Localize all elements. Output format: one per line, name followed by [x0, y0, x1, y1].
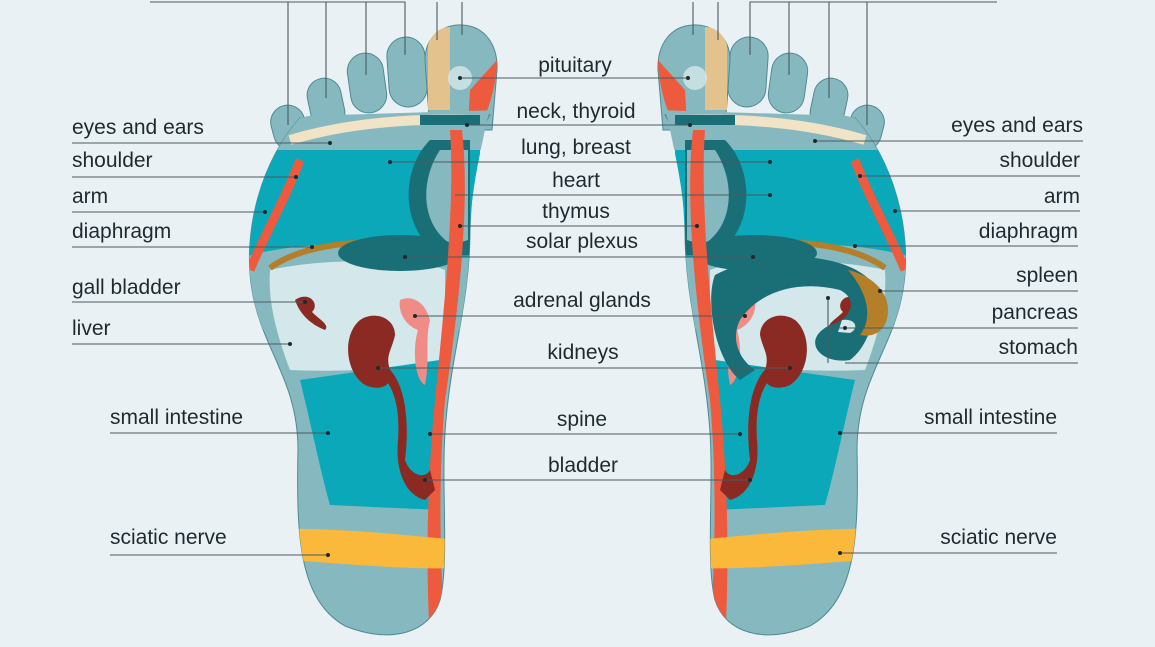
right-foot-organs [711, 256, 888, 380]
label-right-shoulder: shoulder [999, 149, 1080, 172]
label-left-shoulder: shoulder [72, 149, 153, 172]
label-neck-thyroid: neck, thyroid [516, 100, 636, 123]
label-right-arm: arm [1043, 185, 1080, 208]
label-gall-bladder: gall bladder [72, 276, 181, 299]
label-heart: heart [552, 169, 600, 192]
label-left-small-intestine: small intestine [110, 406, 244, 429]
label-solar-plexus: solar plexus [525, 230, 639, 253]
label-right-diaphragm: diaphragm [978, 220, 1078, 243]
label-right-small-intestine: small intestine [923, 406, 1057, 429]
label-left-eyes-ears: eyes and ears [72, 116, 204, 139]
label-left-arm: arm [72, 185, 109, 208]
label-right-sciatic-nerve: sciatic nerve [940, 526, 1057, 549]
label-pancreas: pancreas [991, 301, 1078, 324]
label-spine: spine [556, 408, 608, 431]
label-liver: liver [72, 317, 111, 340]
label-kidneys: kidneys [547, 341, 619, 364]
label-lung-breast: lung, breast [521, 136, 631, 159]
label-left-sciatic-nerve: sciatic nerve [110, 526, 227, 549]
label-bladder: bladder [547, 454, 619, 477]
label-spleen: spleen [1016, 264, 1078, 287]
label-pituitary: pituitary [538, 54, 612, 77]
label-left-diaphragm: diaphragm [72, 220, 172, 243]
label-stomach: stomach [998, 336, 1078, 359]
label-thymus: thymus [542, 200, 610, 223]
label-adrenal-glands: adrenal glands [513, 289, 651, 312]
leader-dots [263, 76, 897, 557]
label-right-eyes-ears: eyes and ears [951, 114, 1083, 137]
leader-lines [72, 1, 1083, 556]
left-foot [240, 25, 500, 640]
